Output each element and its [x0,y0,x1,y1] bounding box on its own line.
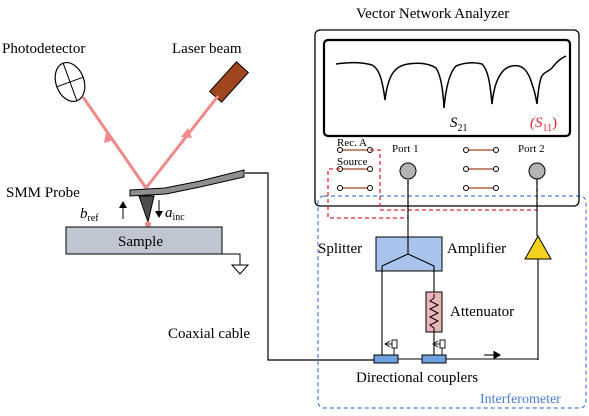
s-parameter-trace [335,55,567,109]
tip-contact-point [145,221,151,227]
splitter-label: Splitter [318,241,362,257]
couplers-label: Directional couplers [356,370,478,386]
a-inc-label: ainc [165,205,185,223]
rec-a-jumper [340,149,496,189]
smm-probe-label: SMM Probe [6,185,80,201]
coupler-terminations [384,339,446,355]
port2-connector [528,162,546,180]
s11-label: (S11) [530,115,557,134]
s21-label: S21 [450,115,468,134]
laser-incident-beam [144,95,220,189]
splitter-lines [381,180,435,267]
jumper-terminals [337,147,499,191]
vna-screen [322,38,572,138]
amplifier-triangle [524,234,552,260]
amplifier-label: Amplifier [447,241,506,257]
coupler-1 [373,354,399,364]
interferometer-label: Interferometer [480,392,561,407]
laser-label: Laser beam [172,41,242,57]
port1-connector [399,162,417,180]
coupler-2 [421,354,447,364]
probe-tip [138,195,155,224]
photodetector-icon [54,62,86,102]
rec-a-label: Rec. A [337,137,367,149]
coaxial-cable [245,172,374,361]
b-ref-label: bref [80,206,99,224]
vna-outer-frame [314,29,580,207]
laser-source-icon [208,61,250,103]
interferometer-box [317,195,587,409]
attenuator-resistor-icon [428,294,440,332]
photodetector-label: Photodetector [2,41,85,57]
port2-label: Port 2 [518,143,545,155]
sample-label: Sample [118,234,163,250]
laser-arrow-1 [181,128,192,138]
port1-label: Port 1 [392,143,419,155]
ground-icon [222,253,250,275]
laser-reflected-beam [81,96,148,189]
laser-arrow-2 [104,132,114,143]
vna-title: Vector Network Analyzer [356,6,509,22]
sample-block [65,226,223,255]
source-label: Source [337,156,368,168]
cantilever [129,169,245,197]
coax-label: Coaxial cable [168,326,250,342]
attenuator-label: Attenuator [450,304,514,320]
